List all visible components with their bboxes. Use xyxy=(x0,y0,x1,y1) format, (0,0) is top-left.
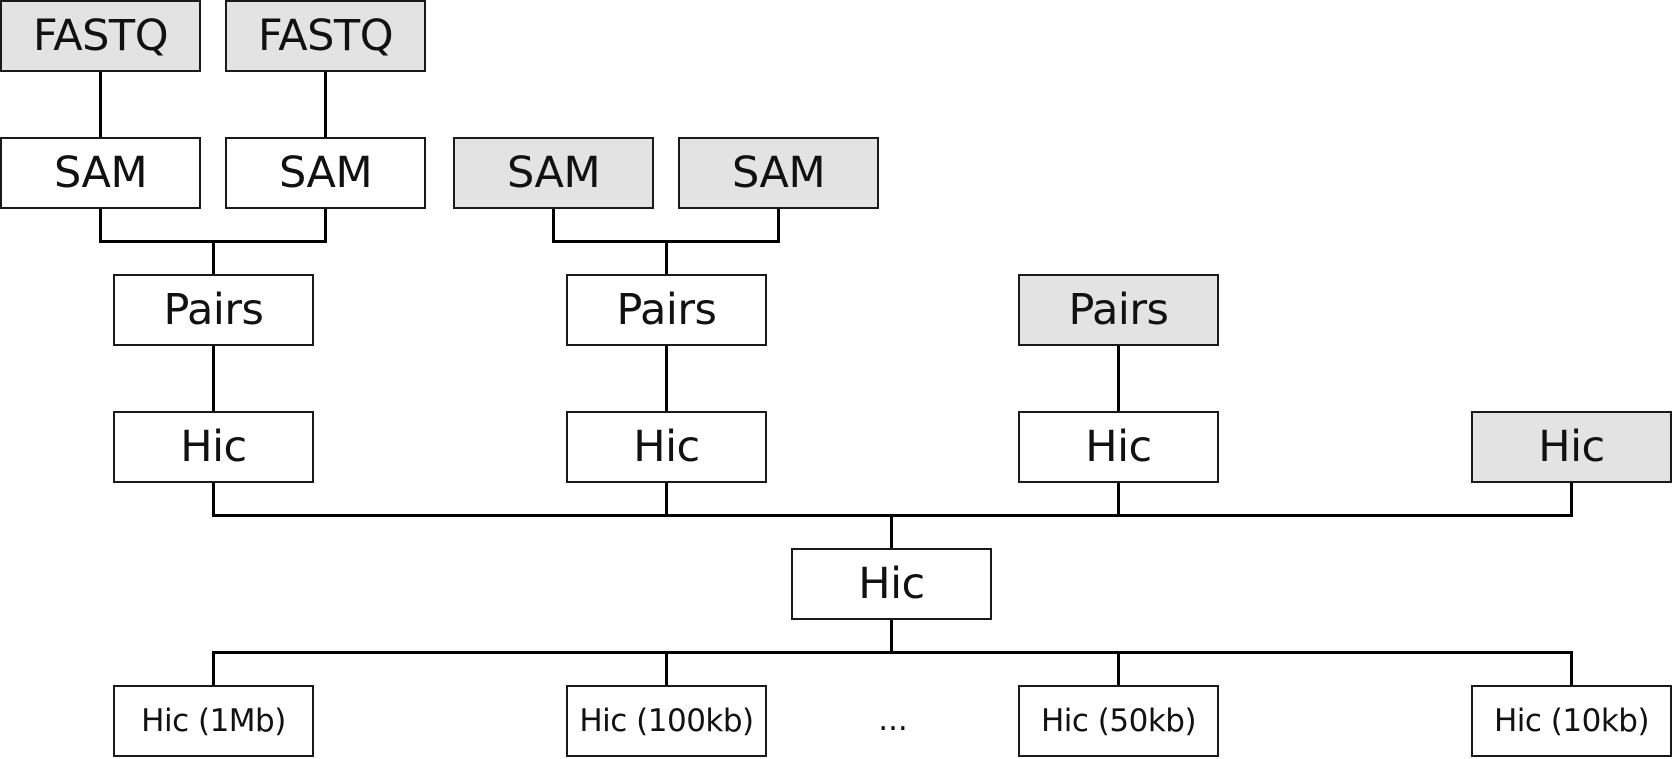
edge-pairs-3-to-hic-3 xyxy=(1117,344,1120,412)
edge-hic-merged-down xyxy=(890,618,893,654)
node-label: FASTQ xyxy=(32,11,169,61)
edge-bus-to-hic-10kb xyxy=(1570,651,1573,686)
node-sam-1: SAM xyxy=(0,137,201,209)
edge-bus-to-hic-1mb xyxy=(212,651,215,686)
node-label: Hic xyxy=(633,422,700,472)
node-label: Hic xyxy=(1085,422,1152,472)
edge-hic-4-down xyxy=(1570,481,1573,517)
node-label: Pairs xyxy=(1068,285,1169,335)
node-hic-1: Hic xyxy=(113,411,314,483)
node-fastq-1: FASTQ xyxy=(0,0,201,72)
edge-sam-1-down xyxy=(99,207,102,243)
node-sam-2: SAM xyxy=(225,137,426,209)
edge-bus-to-hic-50kb xyxy=(1117,651,1120,686)
node-label: Hic (100kb) xyxy=(579,703,754,739)
node-pairs-2: Pairs xyxy=(566,274,767,346)
node-fastq-2: FASTQ xyxy=(225,0,426,72)
node-label: SAM xyxy=(53,148,148,198)
node-label: Pairs xyxy=(616,285,717,335)
edge-sam-3-down xyxy=(552,207,555,243)
node-label: Hic xyxy=(1538,422,1605,472)
node-hic-2: Hic xyxy=(566,411,767,483)
node-label: SAM xyxy=(506,148,601,198)
edge-sam-2-down xyxy=(324,207,327,243)
node-hic-3: Hic xyxy=(1018,411,1219,483)
node-sam-4: SAM xyxy=(678,137,879,209)
node-label: Hic (10kb) xyxy=(1493,703,1650,739)
edge-bus-to-hic-100kb xyxy=(665,651,668,686)
edge-pairs-2-to-hic-2 xyxy=(665,344,668,412)
edge-fastq-2-to-sam-2 xyxy=(324,70,327,138)
node-pairs-1: Pairs xyxy=(113,274,314,346)
node-label: Pairs xyxy=(163,285,264,335)
edge-hic-3-down xyxy=(1117,481,1120,517)
node-label: Hic xyxy=(180,422,247,472)
edge-join-to-pairs-1 xyxy=(212,240,215,275)
node-hic-4: Hic xyxy=(1471,411,1672,483)
node-hic-50kb: Hic (50kb) xyxy=(1018,685,1219,757)
node-hic-1mb: Hic (1Mb) xyxy=(113,685,314,757)
node-label: SAM xyxy=(278,148,373,198)
node-hic-10kb: Hic (10kb) xyxy=(1471,685,1672,757)
edge-join-to-pairs-2 xyxy=(665,240,668,275)
edge-sam-4-down xyxy=(777,207,780,243)
node-label: Hic xyxy=(858,559,925,609)
node-sam-3: SAM xyxy=(453,137,654,209)
ellipsis-more-resolutions: ... xyxy=(878,702,908,738)
node-label: SAM xyxy=(731,148,826,198)
node-pairs-3: Pairs xyxy=(1018,274,1219,346)
node-label: Hic (50kb) xyxy=(1040,703,1197,739)
edge-hic-2-down xyxy=(665,481,668,517)
edge-fastq-1-to-sam-1 xyxy=(99,70,102,138)
edge-hic-1-down xyxy=(212,481,215,517)
edge-bus-to-hic-merged xyxy=(890,514,893,549)
edge-resolution-bus xyxy=(212,651,1573,654)
node-hic-merged: Hic xyxy=(791,548,992,620)
edge-pairs-1-to-hic-1 xyxy=(212,344,215,412)
node-hic-100kb: Hic (100kb) xyxy=(566,685,767,757)
node-label: Hic (1Mb) xyxy=(141,703,286,739)
node-label: FASTQ xyxy=(257,11,394,61)
